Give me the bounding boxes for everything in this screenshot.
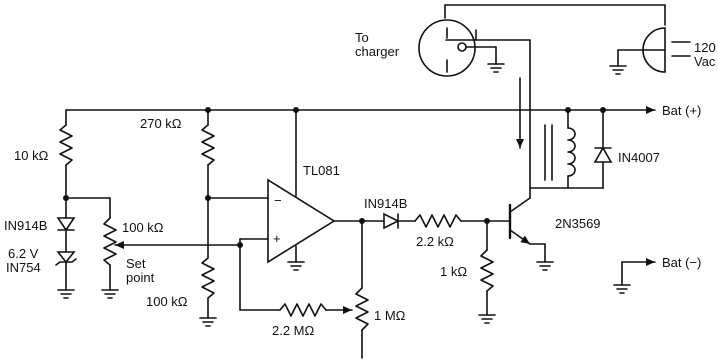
diode-ref-label: IN914B [4,218,47,233]
resistor-270k [199,109,217,327]
bat-negative-terminal [613,258,656,294]
potentiometer-1m [333,218,369,359]
pot-1m-label: 1 MΩ [374,308,406,323]
opamp-tl081 [267,109,336,271]
r-10k-label: 10 kΩ [14,148,49,163]
bat-negative-label: Bat (−) [662,255,701,270]
resistor-10k [59,109,73,199]
zener-voltage-label: 6.2 V [8,246,39,261]
diode-signal-label: IN914B [364,196,407,211]
opamp-minus: − [274,193,282,208]
resistor-1k [478,220,496,324]
r-2-2k-label: 2.2 kΩ [416,234,454,249]
diode-signal [361,212,416,230]
transistor-label: 2N3569 [555,216,601,231]
transistor-2n3569 [508,177,554,271]
r-1k-label: 1 kΩ [440,264,467,279]
zener-part-label: IN754 [6,260,41,275]
diode-reference [55,197,77,299]
r-270k-label: 270 kΩ [140,116,182,131]
diode-in4007 [593,109,613,189]
resistor-2-2k [414,214,511,228]
r-100k-label: 100 kΩ [146,294,188,309]
diode-in4007-label: IN4007 [618,150,660,165]
relay-coil [529,109,604,189]
potentiometer-100k [101,197,119,299]
charger-socket-icon [418,19,476,77]
pot-100k-label: 100 kΩ [122,220,164,235]
r-2-2m-label: 2.2 MΩ [272,323,315,338]
opamp-plus: + [273,231,281,246]
charger-outlet-box [418,4,691,77]
bat-positive-label: Bat (+) [662,103,701,118]
resistor-2-2m [239,303,353,317]
opamp-label: TL081 [303,163,340,178]
